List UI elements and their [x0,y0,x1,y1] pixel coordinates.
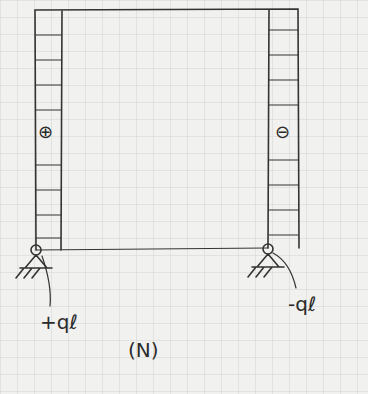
pin-support-right [263,244,273,254]
pin-support-left [31,245,41,255]
diagram-label: (N) [128,340,159,360]
sign-symbol: ⊖ [275,123,290,141]
leader-line-right [273,253,296,288]
leader-line-left [42,256,50,306]
frame-outline [35,9,299,250]
hatching-left [36,35,61,238]
support-ground-right [248,254,284,277]
baseline [36,248,268,250]
force-value: +qℓ [40,312,78,332]
axial-band-right [268,10,269,248]
support-ground-left [16,255,52,278]
sign-symbol: ⊕ [38,123,53,141]
force-value: -qℓ [288,294,316,314]
axial-band-left [61,11,62,250]
hatching-right [269,30,298,235]
